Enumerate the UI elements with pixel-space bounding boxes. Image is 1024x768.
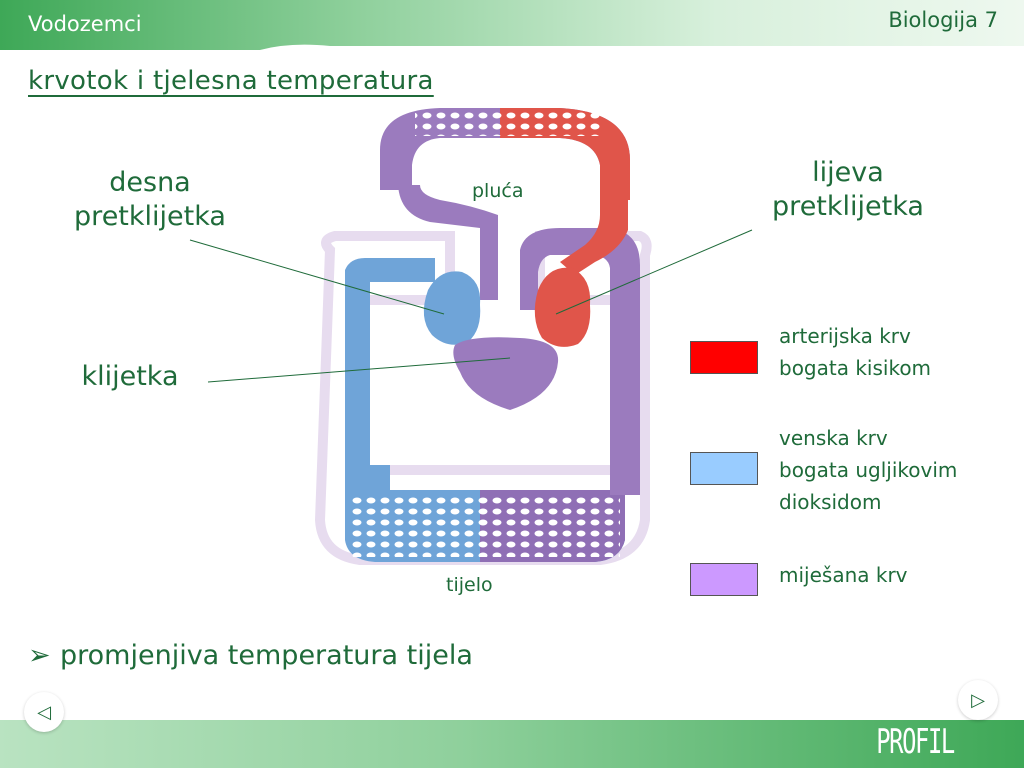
systemic-artery	[520, 228, 640, 495]
next-slide-button[interactable]: ▷	[958, 680, 998, 720]
legend-text-arterial: arterijska krv bogata kisikom	[779, 324, 932, 380]
pulmonary-artery	[398, 185, 498, 300]
right-atrium	[423, 271, 481, 345]
legend-text-venous: venska krv bogata ugljikovim dioksidom	[779, 426, 958, 514]
triangle-left-icon: ◁	[37, 701, 51, 723]
header-section-title: Vodozemci	[28, 12, 142, 36]
bullet-item: ➢ promjenjiva temperatura tijela	[28, 640, 473, 671]
footer-bar	[0, 720, 1024, 768]
label-body: tijelo	[446, 574, 493, 596]
label-right-atrium: desna pretklijetka	[50, 166, 250, 234]
legend-text-mixed: miješana krv	[779, 563, 908, 587]
arrow-bullet-icon: ➢	[28, 640, 51, 671]
systemic-vein	[345, 258, 435, 495]
outer-outline	[314, 231, 652, 565]
header-curve	[0, 44, 1024, 60]
pointer-right-atrium	[189, 239, 445, 315]
prev-slide-button[interactable]: ◁	[24, 692, 64, 732]
pointer-ventricle	[207, 357, 511, 383]
left-atrium	[534, 267, 591, 347]
label-left-atrium: lijeva pretklijetka	[748, 156, 948, 224]
bullet-text: promjenjiva temperatura tijela	[60, 640, 473, 671]
publisher-logo: PROFIL	[876, 722, 955, 762]
label-ventricle: klijetka	[81, 361, 179, 392]
header-subject-title: Biologija 7	[888, 8, 998, 32]
label-left-atrium-text: lijeva pretklijetka	[772, 157, 924, 222]
legend-swatch-venous	[690, 452, 758, 485]
triangle-right-icon: ▷	[971, 689, 985, 711]
pulmonary-vein	[560, 198, 628, 275]
page-title: krvotok i tjelesna temperatura	[28, 66, 434, 96]
label-right-atrium-text: desna pretklijetka	[74, 167, 226, 232]
pointer-left-atrium	[555, 229, 753, 315]
ventricle	[453, 337, 559, 410]
header-bar	[0, 0, 1024, 50]
legend-swatch-arterial	[690, 341, 758, 374]
legend-swatch-mixed	[690, 563, 758, 596]
label-lungs: pluća	[472, 180, 524, 202]
